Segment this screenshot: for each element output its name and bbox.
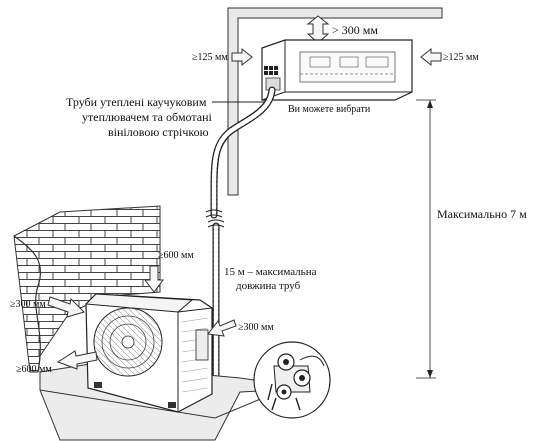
outdoor-right-arrow (207, 319, 237, 337)
right-clearance-label: ≥125 мм (443, 52, 479, 63)
outdoor-top-label: ≥600 мм (158, 250, 194, 261)
outdoor-left-arrow (47, 296, 85, 318)
pipe-note: Труби утеплені каучуковим утеплювачем та… (66, 95, 268, 139)
max-height-dimension (416, 99, 436, 379)
top-clearance-label: > 300 мм (332, 23, 378, 37)
left-clearance-label: ≥125 мм (192, 52, 228, 63)
outdoor-left-label: ≥300 мм (10, 299, 46, 310)
indoor-unit (261, 39, 413, 101)
top-clearance-arrow (306, 15, 330, 44)
outdoor-front-arrow (56, 350, 98, 370)
cut-note-label: Ви можете вибрати (288, 104, 371, 115)
fan-grille (93, 307, 163, 377)
max-height-label: Максимально 7 м (437, 207, 527, 221)
right-clearance-arrow (420, 47, 442, 67)
pipe-note-line3: вініловою стрічкою (108, 125, 209, 139)
pipe-note-line1: Труби утеплені каучуковим (66, 95, 207, 109)
pipe-length-line1: 15 м – максимальна (224, 266, 317, 278)
pipe-note-line2: утеплювачем та обмотані (82, 110, 213, 124)
indoor-wall (227, 7, 443, 196)
outdoor-top-arrow (144, 265, 164, 293)
outdoor-right-label: ≥300 мм (238, 322, 274, 333)
pipe-length-line2: довжина труб (236, 280, 301, 292)
outdoor-unit (84, 293, 213, 413)
insulated-pipe (205, 86, 286, 394)
left-clearance-arrow (231, 47, 253, 67)
valve-detail (253, 341, 331, 419)
outdoor-front-label: ≥600 мм (16, 364, 52, 375)
